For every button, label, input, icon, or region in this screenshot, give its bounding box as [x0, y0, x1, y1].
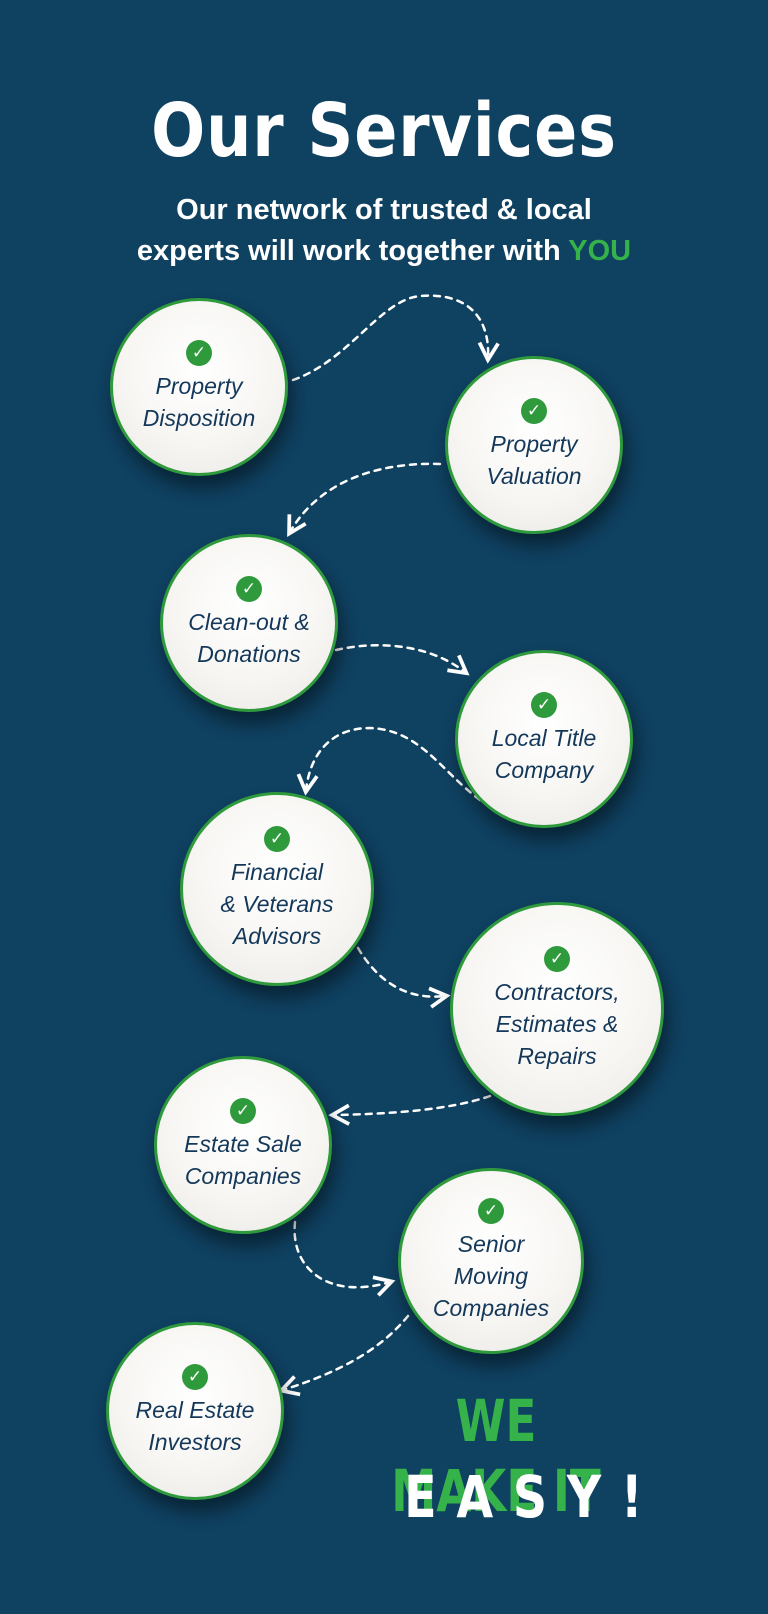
check-circle-icon: ✓ — [478, 1198, 504, 1224]
check-circle-icon: ✓ — [230, 1098, 256, 1124]
check-circle-icon: ✓ — [531, 692, 557, 718]
service-senior-moving-companies: ✓ Senior Moving Companies — [398, 1168, 584, 1354]
arrow-4 — [306, 726, 482, 802]
service-real-estate-investors: ✓ Real Estate Investors — [106, 1322, 284, 1500]
service-local-title-company: ✓ Local Title Company — [455, 650, 633, 828]
service-label: Real Estate Investors — [135, 1397, 255, 1455]
check-circle-icon: ✓ — [236, 576, 262, 602]
check-circle-icon: ✓ — [264, 826, 290, 852]
arrow-7 — [293, 1220, 390, 1287]
subtitle-line-2-text: experts will work together with — [136, 235, 569, 267]
service-property-disposition: ✓ Property Disposition — [110, 298, 288, 476]
arrow-5 — [356, 946, 445, 997]
subtitle-line-2: experts will work together with YOU — [0, 231, 768, 272]
arrow-8 — [283, 1314, 410, 1390]
service-clean-out-donations: ✓ Clean-out & Donations — [160, 534, 338, 712]
service-label: Property Valuation — [486, 431, 582, 489]
subtitle-highlight: YOU — [568, 235, 632, 267]
service-label: Estate Sale Companies — [184, 1131, 302, 1189]
service-label: Contractors, Estimates & Repairs — [494, 979, 620, 1069]
service-estate-sale-companies: ✓ Estate Sale Companies — [154, 1056, 332, 1234]
check-circle-icon: ✓ — [182, 1364, 208, 1390]
check-circle-icon: ✓ — [186, 340, 212, 366]
arrow-2 — [290, 462, 442, 532]
service-label: Senior Moving Companies — [432, 1231, 550, 1321]
tagline-line-2: EASY! — [404, 1463, 663, 1531]
service-label: Local Title Company — [491, 725, 597, 783]
service-label: Property Disposition — [142, 373, 256, 431]
page-subtitle: Our network of trusted & local experts w… — [0, 190, 768, 272]
arrow-3 — [334, 644, 465, 672]
tagline-line-1: WE MAKE IT — [391, 1387, 601, 1525]
service-property-valuation: ✓ Property Valuation — [445, 356, 623, 534]
arrow-6 — [334, 1094, 492, 1115]
service-contractors-estimates-repairs: ✓ Contractors, Estimates & Repairs — [450, 902, 664, 1116]
check-circle-icon: ✓ — [544, 946, 570, 972]
page-title: Our Services — [151, 88, 617, 174]
service-label: Financial & Veterans Advisors — [220, 859, 334, 949]
service-label: Clean-out & Donations — [188, 609, 310, 667]
service-financial-veterans-advisors: ✓ Financial & Veterans Advisors — [180, 792, 374, 986]
arrow-1 — [291, 294, 488, 382]
check-circle-icon: ✓ — [521, 398, 547, 424]
subtitle-line-1: Our network of trusted & local — [176, 194, 592, 226]
